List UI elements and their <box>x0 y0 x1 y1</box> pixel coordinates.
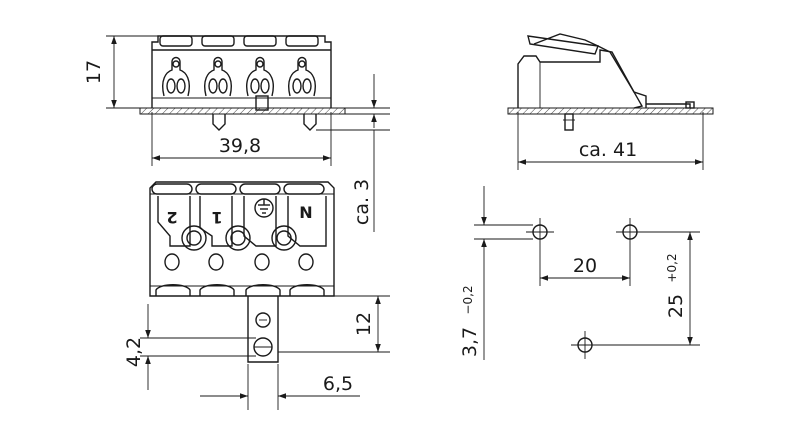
dim-height-17: 17 <box>83 60 105 84</box>
release-buttons <box>181 225 297 251</box>
tol-3-7: −0,2 <box>461 285 475 314</box>
top-clamps-front <box>159 35 319 47</box>
dim-width-39-8: 39,8 <box>219 135 261 157</box>
dim-6-5: 6,5 <box>323 373 353 395</box>
dim-height-12: 12 <box>353 312 375 336</box>
bottom-view: 2 1 N <box>123 181 390 410</box>
snap-leg-right <box>303 114 317 131</box>
snap-leg-left <box>212 114 226 131</box>
dim-depth-ca3: ca. 3 <box>351 179 373 225</box>
hole-pattern: 20 25 +0,2 3,7 −0,2 <box>459 186 700 360</box>
dim-spacing-25: 25 <box>665 294 687 318</box>
terminal-mark-n: N <box>299 203 312 222</box>
mounting-plate-side <box>507 107 714 115</box>
wire-entries-bottom <box>155 284 325 296</box>
dim-spacing-20: 20 <box>573 255 597 277</box>
terminal-mark-2: 2 <box>166 208 177 227</box>
dim-offset-3-7: 3,7 <box>459 327 481 357</box>
mounting-plate-front <box>139 107 346 115</box>
side-view: ca. 41 <box>507 33 714 170</box>
ground-tab <box>247 296 279 363</box>
terminal-mark-1: 1 <box>211 208 222 227</box>
ground-symbol-icon <box>254 198 274 218</box>
dim-length-ca41: ca. 41 <box>579 139 637 161</box>
lower-holes <box>164 253 314 271</box>
wire-entries-top <box>151 183 325 195</box>
tol-25: +0,2 <box>665 253 679 282</box>
snap-leg-side <box>564 113 574 131</box>
dim-4-2: 4,2 <box>123 337 145 367</box>
front-view: 17 39,8 ca. 3 <box>83 35 390 232</box>
contact-springs <box>162 56 316 97</box>
